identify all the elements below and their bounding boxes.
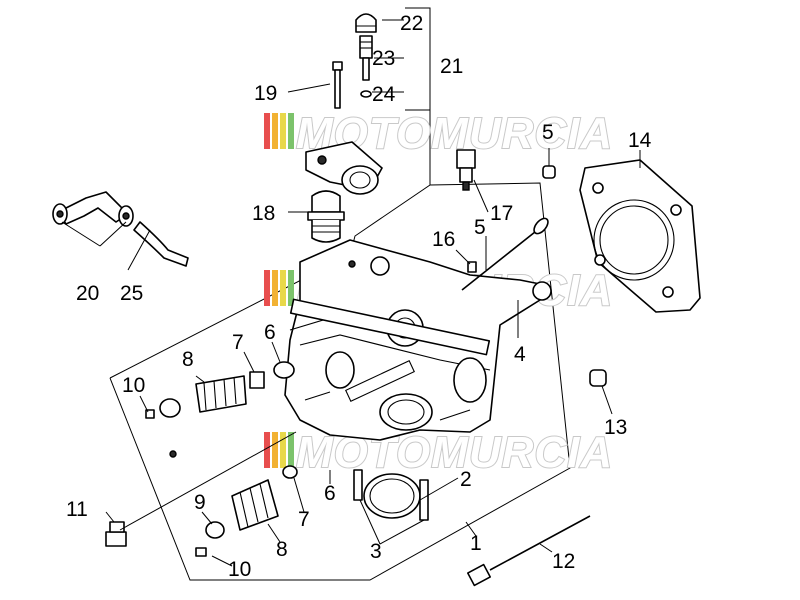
callout-20[interactable]: 20 <box>76 282 99 305</box>
callout-labels: 22 23 21 24 19 18 20 25 17 5 14 5 16 4 1… <box>66 12 652 581</box>
watermark-bottom: MOTOMURCIA <box>264 427 613 478</box>
callout-1[interactable]: 1 <box>470 532 482 555</box>
callout-10-lower[interactable]: 10 <box>228 558 251 581</box>
callout-3[interactable]: 3 <box>370 540 382 563</box>
hose[interactable] <box>133 221 189 267</box>
spring-seat-lower[interactable] <box>282 465 298 479</box>
callout-5-upper[interactable]: 5 <box>542 121 554 144</box>
o-ring[interactable] <box>363 473 421 519</box>
hose-fitting[interactable] <box>52 191 134 227</box>
callout-7-upper[interactable]: 7 <box>232 331 244 354</box>
callout-8-upper[interactable]: 8 <box>182 348 194 371</box>
callout-13[interactable]: 13 <box>604 416 627 439</box>
callout-17[interactable]: 17 <box>490 202 513 225</box>
valve-stem-seal-upper[interactable] <box>249 371 265 389</box>
valve-adjuster[interactable] <box>359 35 373 81</box>
valve-retainer-lower[interactable] <box>195 521 225 557</box>
callout-9[interactable]: 9 <box>194 491 206 514</box>
valve-retainer-upper[interactable] <box>145 398 181 419</box>
bolt[interactable] <box>332 61 343 109</box>
callout-4[interactable]: 4 <box>514 343 526 366</box>
callout-21[interactable]: 21 <box>440 55 463 78</box>
callout-2[interactable]: 2 <box>460 468 472 491</box>
callout-19[interactable]: 19 <box>254 82 277 105</box>
callout-16[interactable]: 16 <box>432 228 455 251</box>
watermark-stripes <box>264 270 294 306</box>
watermark-text: MOTOMURCIA <box>296 428 613 477</box>
watermark-stripes <box>264 113 294 149</box>
callout-24[interactable]: 24 <box>372 83 396 106</box>
callout-12[interactable]: 12 <box>552 550 575 573</box>
callout-6-upper[interactable]: 6 <box>264 321 276 344</box>
callout-14[interactable]: 14 <box>628 129 652 152</box>
stud[interactable] <box>467 261 477 273</box>
watermark-stripes <box>264 432 294 468</box>
cylinder-head[interactable] <box>284 239 552 441</box>
valve-spring-lower[interactable] <box>231 479 279 531</box>
callout-22[interactable]: 22 <box>400 12 423 35</box>
callout-11[interactable]: 11 <box>66 498 88 521</box>
valve-collet-upper[interactable] <box>169 450 177 458</box>
callout-23[interactable]: 23 <box>372 47 395 70</box>
callout-25[interactable]: 25 <box>120 282 143 305</box>
plug-screw[interactable] <box>105 521 127 547</box>
thermostat[interactable] <box>307 190 345 243</box>
callout-18[interactable]: 18 <box>252 202 275 225</box>
assembly-outline-main <box>109 182 571 581</box>
valve-spring-upper[interactable] <box>195 375 247 413</box>
callout-7-lower[interactable]: 7 <box>298 508 310 531</box>
valve[interactable] <box>461 216 551 291</box>
valve-cap[interactable] <box>355 13 377 33</box>
callout-8-lower[interactable]: 8 <box>276 538 288 561</box>
head-gasket[interactable] <box>579 159 701 313</box>
rocker-housing[interactable] <box>305 141 383 195</box>
plug-upper[interactable] <box>542 165 556 179</box>
temperature-sensor[interactable] <box>456 149 476 191</box>
callout-10-upper[interactable]: 10 <box>122 374 145 397</box>
dowel-sleeve[interactable] <box>589 369 607 387</box>
leader-lines <box>61 19 641 567</box>
washer[interactable] <box>360 90 372 98</box>
head-bolt[interactable] <box>466 515 591 587</box>
callout-5-lower[interactable]: 5 <box>474 216 486 239</box>
spring-seat-upper[interactable] <box>273 361 295 379</box>
assembly-outline-top-bracket <box>405 7 431 111</box>
o-ring-inner <box>369 478 415 514</box>
callout-6-lower[interactable]: 6 <box>324 482 336 505</box>
